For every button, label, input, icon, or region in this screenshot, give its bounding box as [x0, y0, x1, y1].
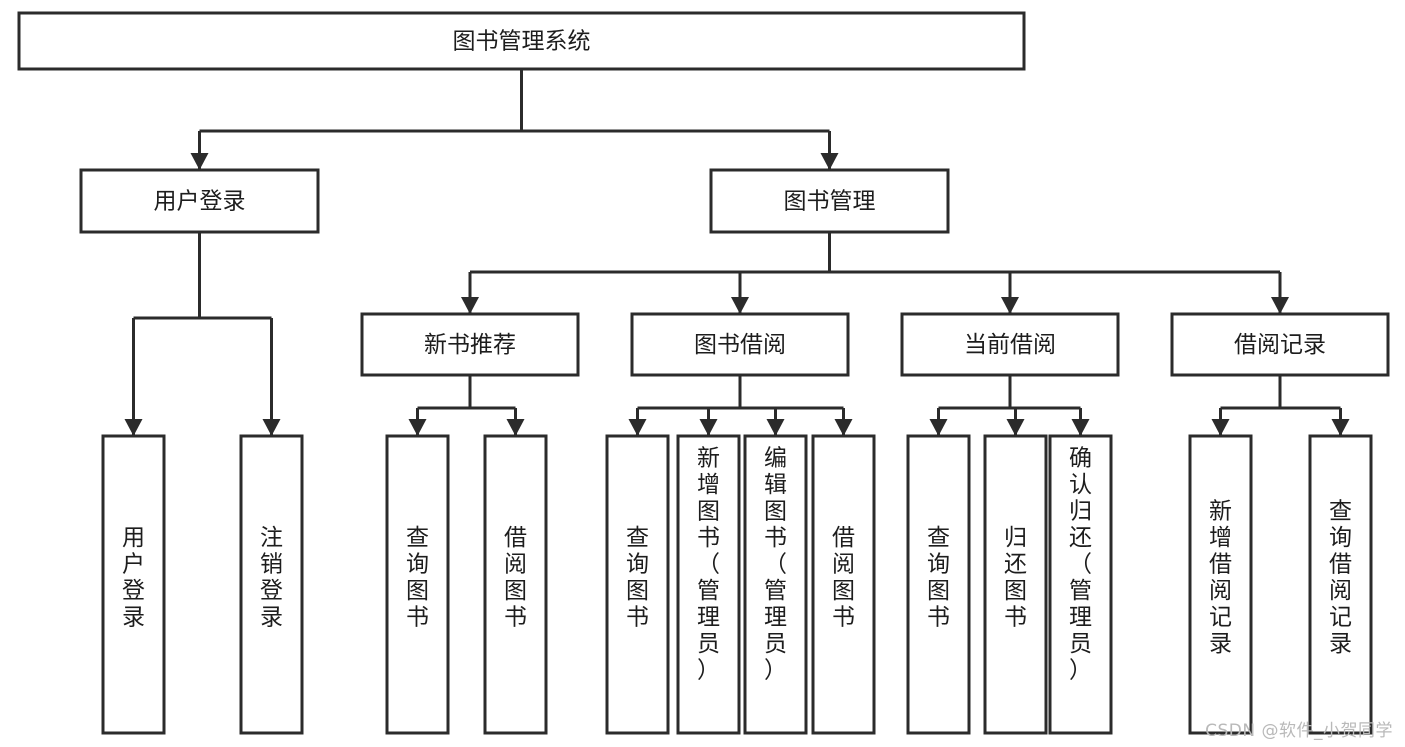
arrow-icon-current-borrow-2 [1071, 419, 1090, 436]
arrow-icon-new-book-recommend-1 [506, 419, 525, 436]
arrow-icon-borrow-records-1 [1331, 419, 1350, 436]
node-user-login[interactable]: 用户登录 [79, 168, 320, 234]
node-leaf-query-book-2[interactable]: 查询图书 [605, 434, 670, 735]
node-label-leaf-add-record: 新增借阅记录 [1209, 498, 1232, 657]
arrow-icon-new-book-recommend-0 [408, 419, 427, 436]
node-label-current-borrow: 当前借阅 [964, 332, 1056, 358]
node-label-leaf-add-book: 新增图书（管理员） [697, 445, 720, 683]
node-box-new-book-recommend [360, 312, 580, 377]
node-label-borrow-records: 借阅记录 [1234, 332, 1326, 358]
node-label-user-login: 用户登录 [154, 189, 246, 215]
arrow-icon-book-borrow-3 [834, 419, 853, 436]
node-box-leaf-query-book-3 [906, 434, 971, 735]
arrow-icon-book-manage-0 [461, 297, 479, 314]
node-leaf-user-login[interactable]: 用户登录 [101, 434, 166, 735]
arrow-icon-root-1 [820, 153, 839, 170]
node-leaf-add-book[interactable]: 新增图书（管理员） [676, 434, 741, 735]
node-label-leaf-return-book: 归还图书 [1004, 525, 1027, 631]
node-book-borrow[interactable]: 图书借阅 [630, 312, 850, 377]
node-box-leaf-add-record [1188, 434, 1253, 735]
node-box-leaf-user-logout [239, 434, 304, 735]
csdn-watermark: CSDN @软件_小贺同学 [1205, 721, 1393, 741]
node-leaf-edit-book[interactable]: 编辑图书（管理员） [743, 434, 808, 735]
node-label-new-book-recommend: 新书推荐 [424, 332, 516, 358]
node-leaf-confirm-return[interactable]: 确认归还（管理员） [1048, 434, 1113, 735]
node-box-leaf-return-book [983, 434, 1048, 735]
node-label-leaf-query-record: 查询借阅记录 [1329, 498, 1352, 657]
node-label-leaf-user-logout: 注销登录 [260, 525, 283, 631]
arrow-icon-borrow-records-0 [1211, 419, 1230, 436]
node-box-leaf-query-book-2 [605, 434, 670, 735]
node-leaf-query-record[interactable]: 查询借阅记录 [1308, 434, 1373, 735]
arrow-icon-book-borrow-0 [628, 419, 647, 436]
node-box-user-login [79, 168, 320, 234]
node-label-book-manage: 图书管理 [784, 189, 876, 215]
arrow-icon-user-login-0 [124, 419, 143, 436]
arrow-icon-root-0 [190, 153, 209, 170]
node-leaf-return-book[interactable]: 归还图书 [983, 434, 1048, 735]
arrow-icon-book-manage-3 [1271, 297, 1289, 314]
node-label-root: 图书管理系统 [453, 29, 591, 55]
node-borrow-records[interactable]: 借阅记录 [1170, 312, 1390, 377]
node-layer: 图书管理系统用户登录图书管理新书推荐图书借阅当前借阅借阅记录用户登录注销登录查询… [17, 11, 1390, 735]
node-box-root [17, 11, 1026, 71]
arrow-icon-current-borrow-1 [1006, 419, 1025, 436]
arrow-icon-book-manage-2 [1001, 297, 1019, 314]
node-label-leaf-query-book-2: 查询图书 [626, 525, 649, 631]
connector-layer [124, 69, 1350, 436]
node-box-current-borrow [900, 312, 1120, 377]
node-box-leaf-query-record [1308, 434, 1373, 735]
node-box-book-manage [709, 168, 950, 234]
node-box-leaf-edit-book [743, 434, 808, 735]
node-box-leaf-query-book-1 [385, 434, 450, 735]
node-leaf-add-record[interactable]: 新增借阅记录 [1188, 434, 1253, 735]
node-box-leaf-borrow-book-1 [483, 434, 548, 735]
node-label-leaf-confirm-return: 确认归还（管理员） [1069, 445, 1092, 683]
node-box-leaf-borrow-book-2 [811, 434, 876, 735]
arrow-icon-book-manage-1 [731, 297, 749, 314]
node-new-book-recommend[interactable]: 新书推荐 [360, 312, 580, 377]
node-label-leaf-user-login: 用户登录 [122, 525, 145, 631]
arrow-icon-book-borrow-1 [699, 419, 718, 436]
node-leaf-query-book-1[interactable]: 查询图书 [385, 434, 450, 735]
arrow-icon-current-borrow-0 [929, 419, 948, 436]
arrow-icon-user-login-1 [262, 419, 281, 436]
node-label-book-borrow: 图书借阅 [694, 332, 786, 358]
node-label-leaf-edit-book: 编辑图书（管理员） [764, 445, 787, 683]
node-leaf-borrow-book-2[interactable]: 借阅图书 [811, 434, 876, 735]
node-root[interactable]: 图书管理系统 [17, 11, 1026, 71]
node-leaf-user-logout[interactable]: 注销登录 [239, 434, 304, 735]
node-current-borrow[interactable]: 当前借阅 [900, 312, 1120, 377]
node-box-leaf-confirm-return [1048, 434, 1113, 735]
node-box-borrow-records [1170, 312, 1390, 377]
node-label-leaf-borrow-book-2: 借阅图书 [832, 525, 855, 631]
arrow-icon-book-borrow-2 [766, 419, 785, 436]
node-leaf-query-book-3[interactable]: 查询图书 [906, 434, 971, 735]
node-label-leaf-borrow-book-1: 借阅图书 [504, 525, 527, 631]
node-book-manage[interactable]: 图书管理 [709, 168, 950, 234]
node-label-leaf-query-book-1: 查询图书 [406, 525, 429, 631]
node-box-leaf-user-login [101, 434, 166, 735]
node-label-leaf-query-book-3: 查询图书 [927, 525, 950, 631]
node-box-leaf-add-book [676, 434, 741, 735]
node-box-book-borrow [630, 312, 850, 377]
node-leaf-borrow-book-1[interactable]: 借阅图书 [483, 434, 548, 735]
